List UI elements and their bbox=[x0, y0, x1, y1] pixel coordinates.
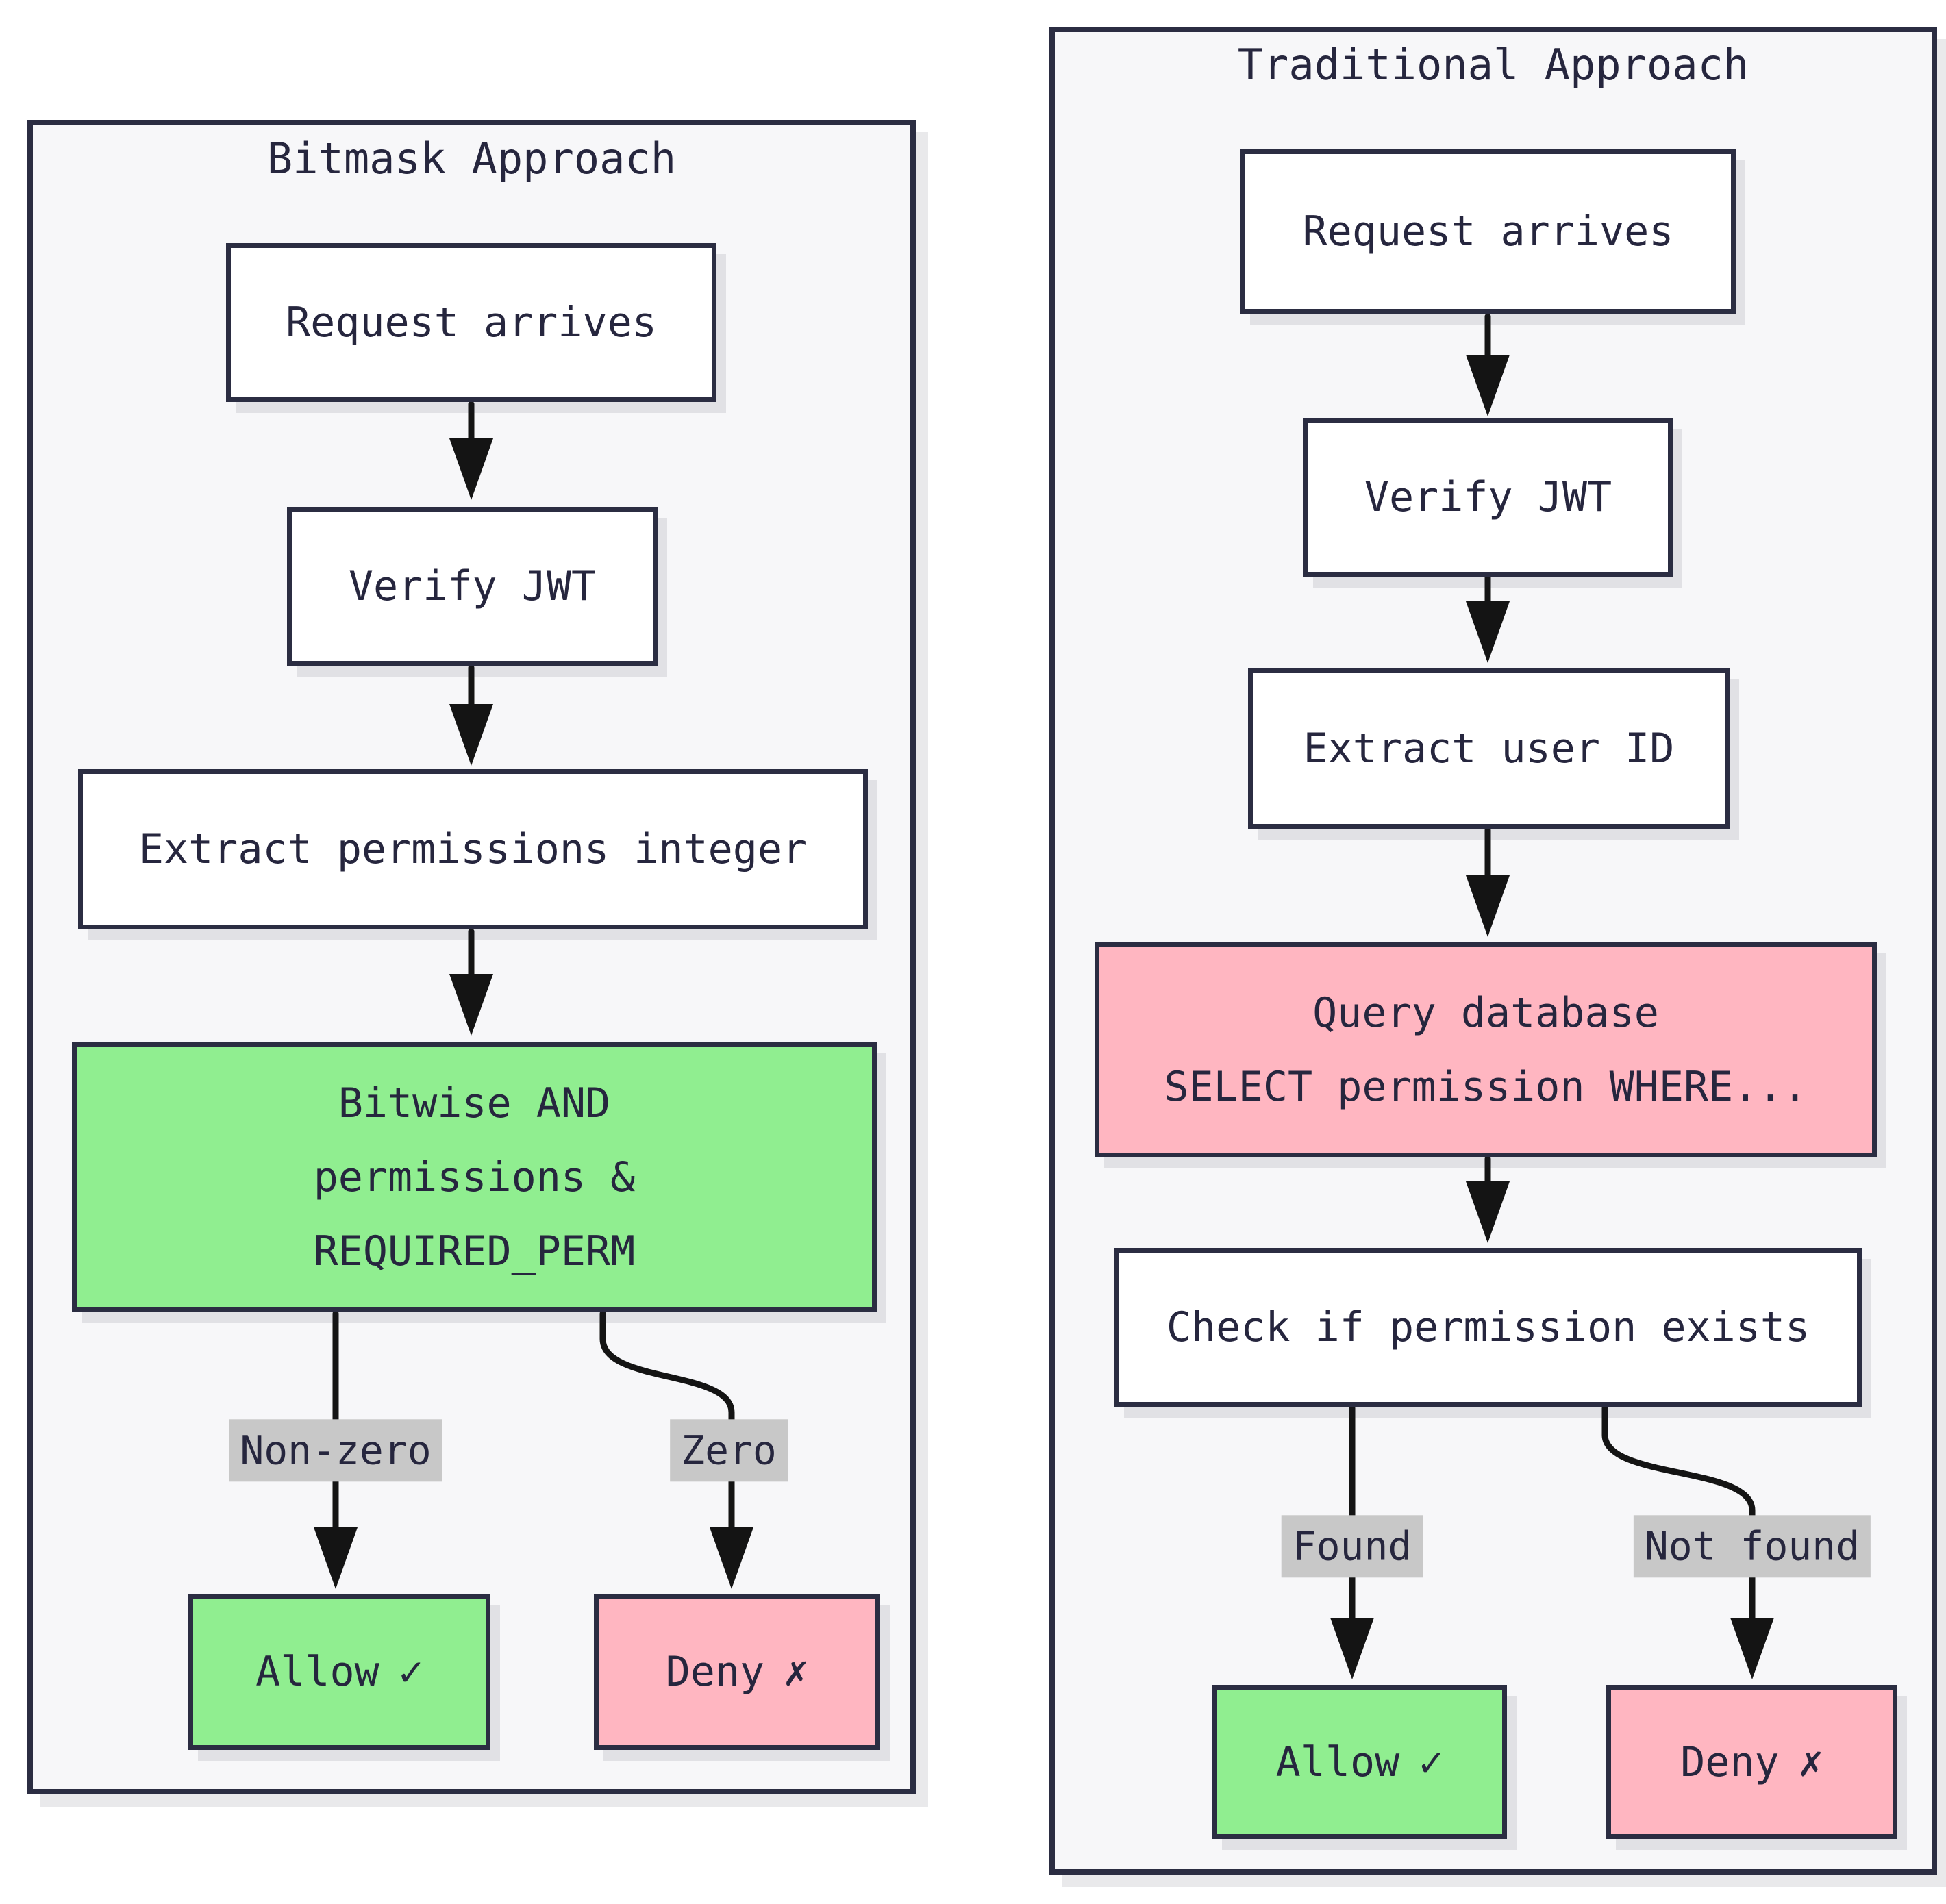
check-icon: ✓ bbox=[398, 1648, 423, 1696]
node-label: Check if permission exists bbox=[1166, 1303, 1810, 1351]
node-label: Verify JWT bbox=[1364, 473, 1612, 521]
node-query-database: Query database SELECT permission WHERE..… bbox=[1095, 942, 1877, 1157]
x-icon: ✗ bbox=[1798, 1738, 1823, 1786]
node-label: Allow bbox=[255, 1648, 379, 1696]
node-label: Deny bbox=[665, 1648, 765, 1696]
panel-title-traditional: Traditional Approach bbox=[1237, 40, 1749, 90]
node-deny: Deny ✗ bbox=[594, 1594, 880, 1750]
edge-label-zero: Zero bbox=[670, 1419, 788, 1482]
node-allow: Allow ✓ bbox=[188, 1594, 490, 1750]
panel-title-bitmask: Bitmask Approach bbox=[266, 134, 677, 184]
check-icon: ✓ bbox=[1419, 1738, 1444, 1786]
node-label: Verify JWT bbox=[348, 562, 597, 610]
edge-label-found: Found bbox=[1281, 1515, 1423, 1578]
node-label: Extract permissions integer bbox=[138, 825, 808, 873]
node-label: Query database SELECT permission WHERE..… bbox=[1164, 988, 1808, 1111]
edge-label-not-found: Not found bbox=[1633, 1515, 1871, 1578]
node-label: Allow bbox=[1275, 1738, 1400, 1786]
node-deny: Deny ✗ bbox=[1606, 1685, 1897, 1839]
node-verify-jwt: Verify JWT bbox=[287, 507, 658, 666]
node-allow: Allow ✓ bbox=[1212, 1685, 1507, 1839]
node-label: Bitwise AND permissions & REQUIRED_PERM bbox=[313, 1079, 636, 1275]
node-verify-jwt: Verify JWT bbox=[1303, 418, 1673, 577]
node-bitwise-and: Bitwise AND permissions & REQUIRED_PERM bbox=[72, 1042, 877, 1312]
node-label: Extract user ID bbox=[1303, 724, 1675, 773]
node-request-arrives: Request arrives bbox=[1240, 149, 1736, 314]
node-label: Request arrives bbox=[286, 299, 657, 347]
node-extract-user-id: Extract user ID bbox=[1248, 668, 1730, 829]
node-check-permission: Check if permission exists bbox=[1114, 1248, 1862, 1407]
node-label: Request arrives bbox=[1302, 208, 1674, 255]
node-extract-permissions: Extract permissions integer bbox=[78, 769, 868, 929]
node-label: Deny bbox=[1680, 1738, 1780, 1786]
edge-label-non-zero: Non-zero bbox=[229, 1419, 442, 1482]
node-request-arrives: Request arrives bbox=[226, 243, 716, 402]
x-icon: ✗ bbox=[784, 1648, 809, 1696]
